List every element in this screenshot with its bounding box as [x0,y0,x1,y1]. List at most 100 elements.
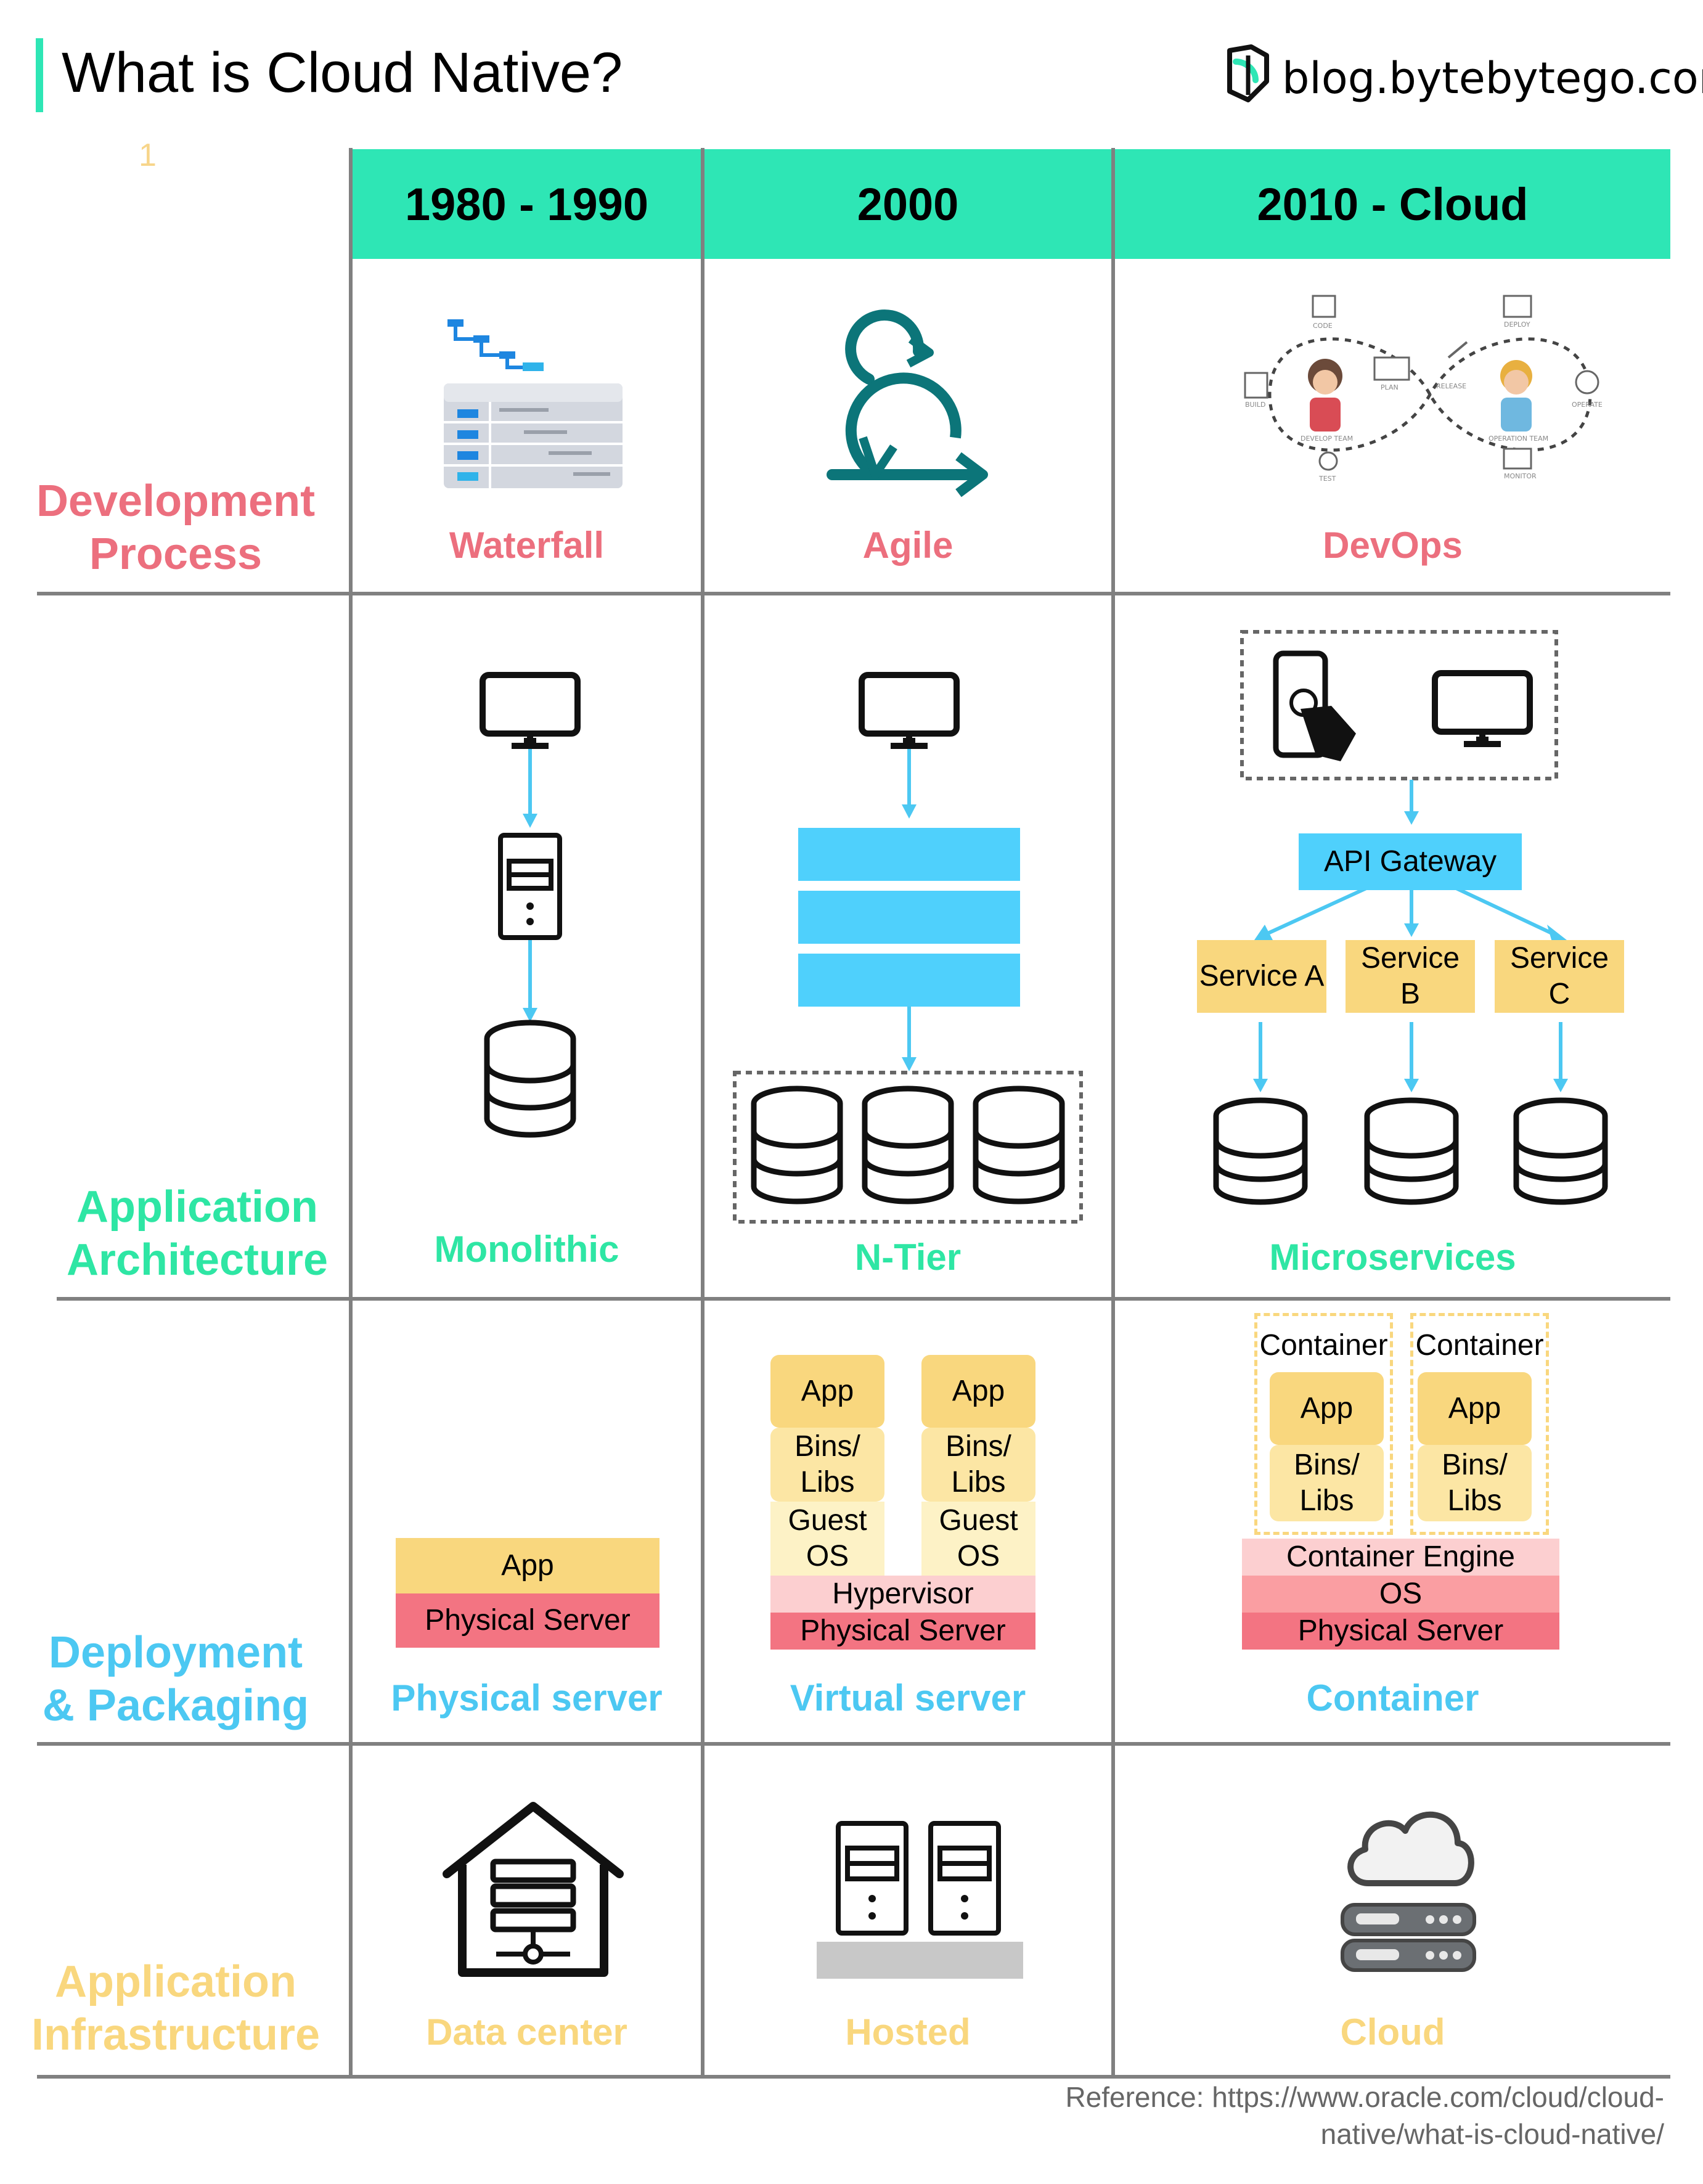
container-2-label: Container [1415,1329,1544,1362]
devops-label: MONITOR [1504,472,1537,480]
reference-line[interactable]: native/what-is-cloud-native/ [1320,2118,1664,2150]
bins-label: Libs [1447,1484,1502,1517]
bins-label: Libs [800,1466,855,1499]
row-label-line: Application [55,1957,296,2006]
service-a-box: Service A [1197,940,1326,1013]
bins-label: Bins/ [1294,1449,1360,1481]
service-label: Service A [1199,960,1325,992]
hypervisor-box: Hypervisor [770,1576,1035,1613]
vm2-guest-os-box: Guest OS [921,1502,1035,1576]
container-1-app-box: App [1270,1372,1384,1445]
devops-label: DEVELOP TEAM [1301,435,1354,443]
data-center-icon [443,1802,624,1977]
service-label: C [1548,978,1570,1010]
row-label-line: Process [89,530,263,579]
bins-label: Bins/ [1442,1449,1508,1481]
grid-vline-3 [1111,148,1115,2079]
caption-devops: DevOps [1323,525,1463,566]
column-header-2000: 2000 [704,149,1111,259]
row-label-architecture: Application Architecture [43,1180,351,1286]
guest-os-label: Guest [788,1504,867,1537]
bins-label: Bins/ [945,1430,1011,1463]
bins-label: Libs [1299,1484,1354,1517]
grid-hline-4 [37,2075,1670,2079]
caption-data-center: Data center [426,2011,627,2053]
grid-vline-2 [701,148,704,2079]
reference-line[interactable]: Reference: https://www.oracle.com/cloud/… [1065,2081,1664,2113]
guest-os-label: OS [957,1540,1000,1573]
container-physical-server-box: Physical Server [1242,1613,1559,1650]
virtual-physical-server-box: Physical Server [770,1613,1035,1650]
devops-infinity-icon [1244,295,1599,471]
guest-os-label: Guest [939,1504,1018,1537]
column-header-2010: 2010 - Cloud [1115,149,1670,259]
service-label: Service [1360,942,1460,975]
page-title: What is Cloud Native? [62,41,623,104]
devops-label: RELEASE [1436,382,1467,390]
caption-monolithic: Monolithic [434,1229,619,1270]
agile-icon [827,309,988,497]
caption-agile: Agile [862,525,954,566]
devops-labels: CODE DEPLOY PLAN RELEASE BUILD OPERATE D… [1245,290,1615,499]
container-2-app-box: App [1418,1372,1532,1445]
devops-label: OPERATE [1572,401,1603,409]
row-label-line: & Packaging [42,1681,309,1730]
container-1-bins-box: Bins/ Libs [1270,1445,1384,1521]
container-engine-box: Container Engine [1242,1539,1559,1576]
title-accent-bar [36,38,43,112]
devops-label: CODE [1313,322,1333,330]
vm1-bins-box: Bins/ Libs [770,1428,884,1502]
reference-note: Reference: https://www.oracle.com/cloud/… [974,2079,1664,2153]
service-b-box: Service B [1346,940,1475,1013]
caption-cloud: Cloud [1340,2011,1445,2053]
physical-server-box: Physical Server [396,1593,660,1648]
cloud-server-icon [1341,1811,1476,1972]
caption-container: Container [1306,1677,1479,1719]
container-2-outline [1410,1313,1549,1535]
service-label: Service [1509,942,1609,975]
grid-vline-1 [349,148,353,2079]
caption-microservices: Microservices [1269,1237,1516,1278]
monolithic-architecture-icon [480,672,581,1138]
physical-app-box: App [396,1538,660,1593]
devops-label: TEST [1319,475,1336,483]
container-1-label: Container [1259,1329,1388,1362]
caption-ntier: N-Tier [854,1237,962,1278]
row-label-line: Development [36,476,316,526]
marker-number: 1 [139,137,157,173]
grid-hline-1 [37,592,1670,595]
vm1-guest-os-box: Guest OS [770,1502,884,1576]
caption-physical-server: Physical server [391,1677,663,1719]
row-label-line: Application [76,1182,318,1232]
devops-label: DEPLOY [1504,321,1530,329]
container-2-bins-box: Bins/ Libs [1418,1445,1532,1521]
bins-label: Libs [951,1466,1006,1499]
row-label-line: Infrastructure [31,2010,321,2059]
hosted-servers-icon [817,1821,1023,1979]
caption-waterfall: Waterfall [449,525,605,566]
waterfall-icon [444,319,623,488]
guest-os-label: OS [806,1540,849,1573]
vm2-app-box: App [921,1355,1035,1428]
container-os-box: OS [1242,1576,1559,1613]
grid-hline-3 [37,1742,1670,1746]
devops-label: BUILD [1245,401,1266,409]
row-label-line: Architecture [66,1235,329,1285]
row-label-deployment: Deployment & Packaging [25,1626,327,1732]
row-label-infrastructure: Application Infrastructure [25,1955,327,2061]
devops-label: OPERATION TEAM [1489,435,1549,443]
service-label: B [1400,978,1420,1010]
ntier-architecture-icon [733,672,1083,1224]
column-header-1980: 1980 - 1990 [353,149,701,259]
caption-hosted: Hosted [845,2011,971,2053]
row-label-line: Deployment [48,1628,303,1677]
vm1-app-box: App [770,1355,884,1428]
vm2-bins-box: Bins/ Libs [921,1428,1035,1502]
api-gateway-box: API Gateway [1299,833,1522,890]
brand-link[interactable]: blog.bytebytego.com [1282,53,1703,104]
service-c-box: Service C [1495,940,1624,1013]
bins-label: Bins/ [794,1430,860,1463]
bytebytego-logo-icon [1227,44,1269,102]
grid-hline-2 [57,1297,1670,1301]
devops-label: PLAN [1381,383,1399,391]
